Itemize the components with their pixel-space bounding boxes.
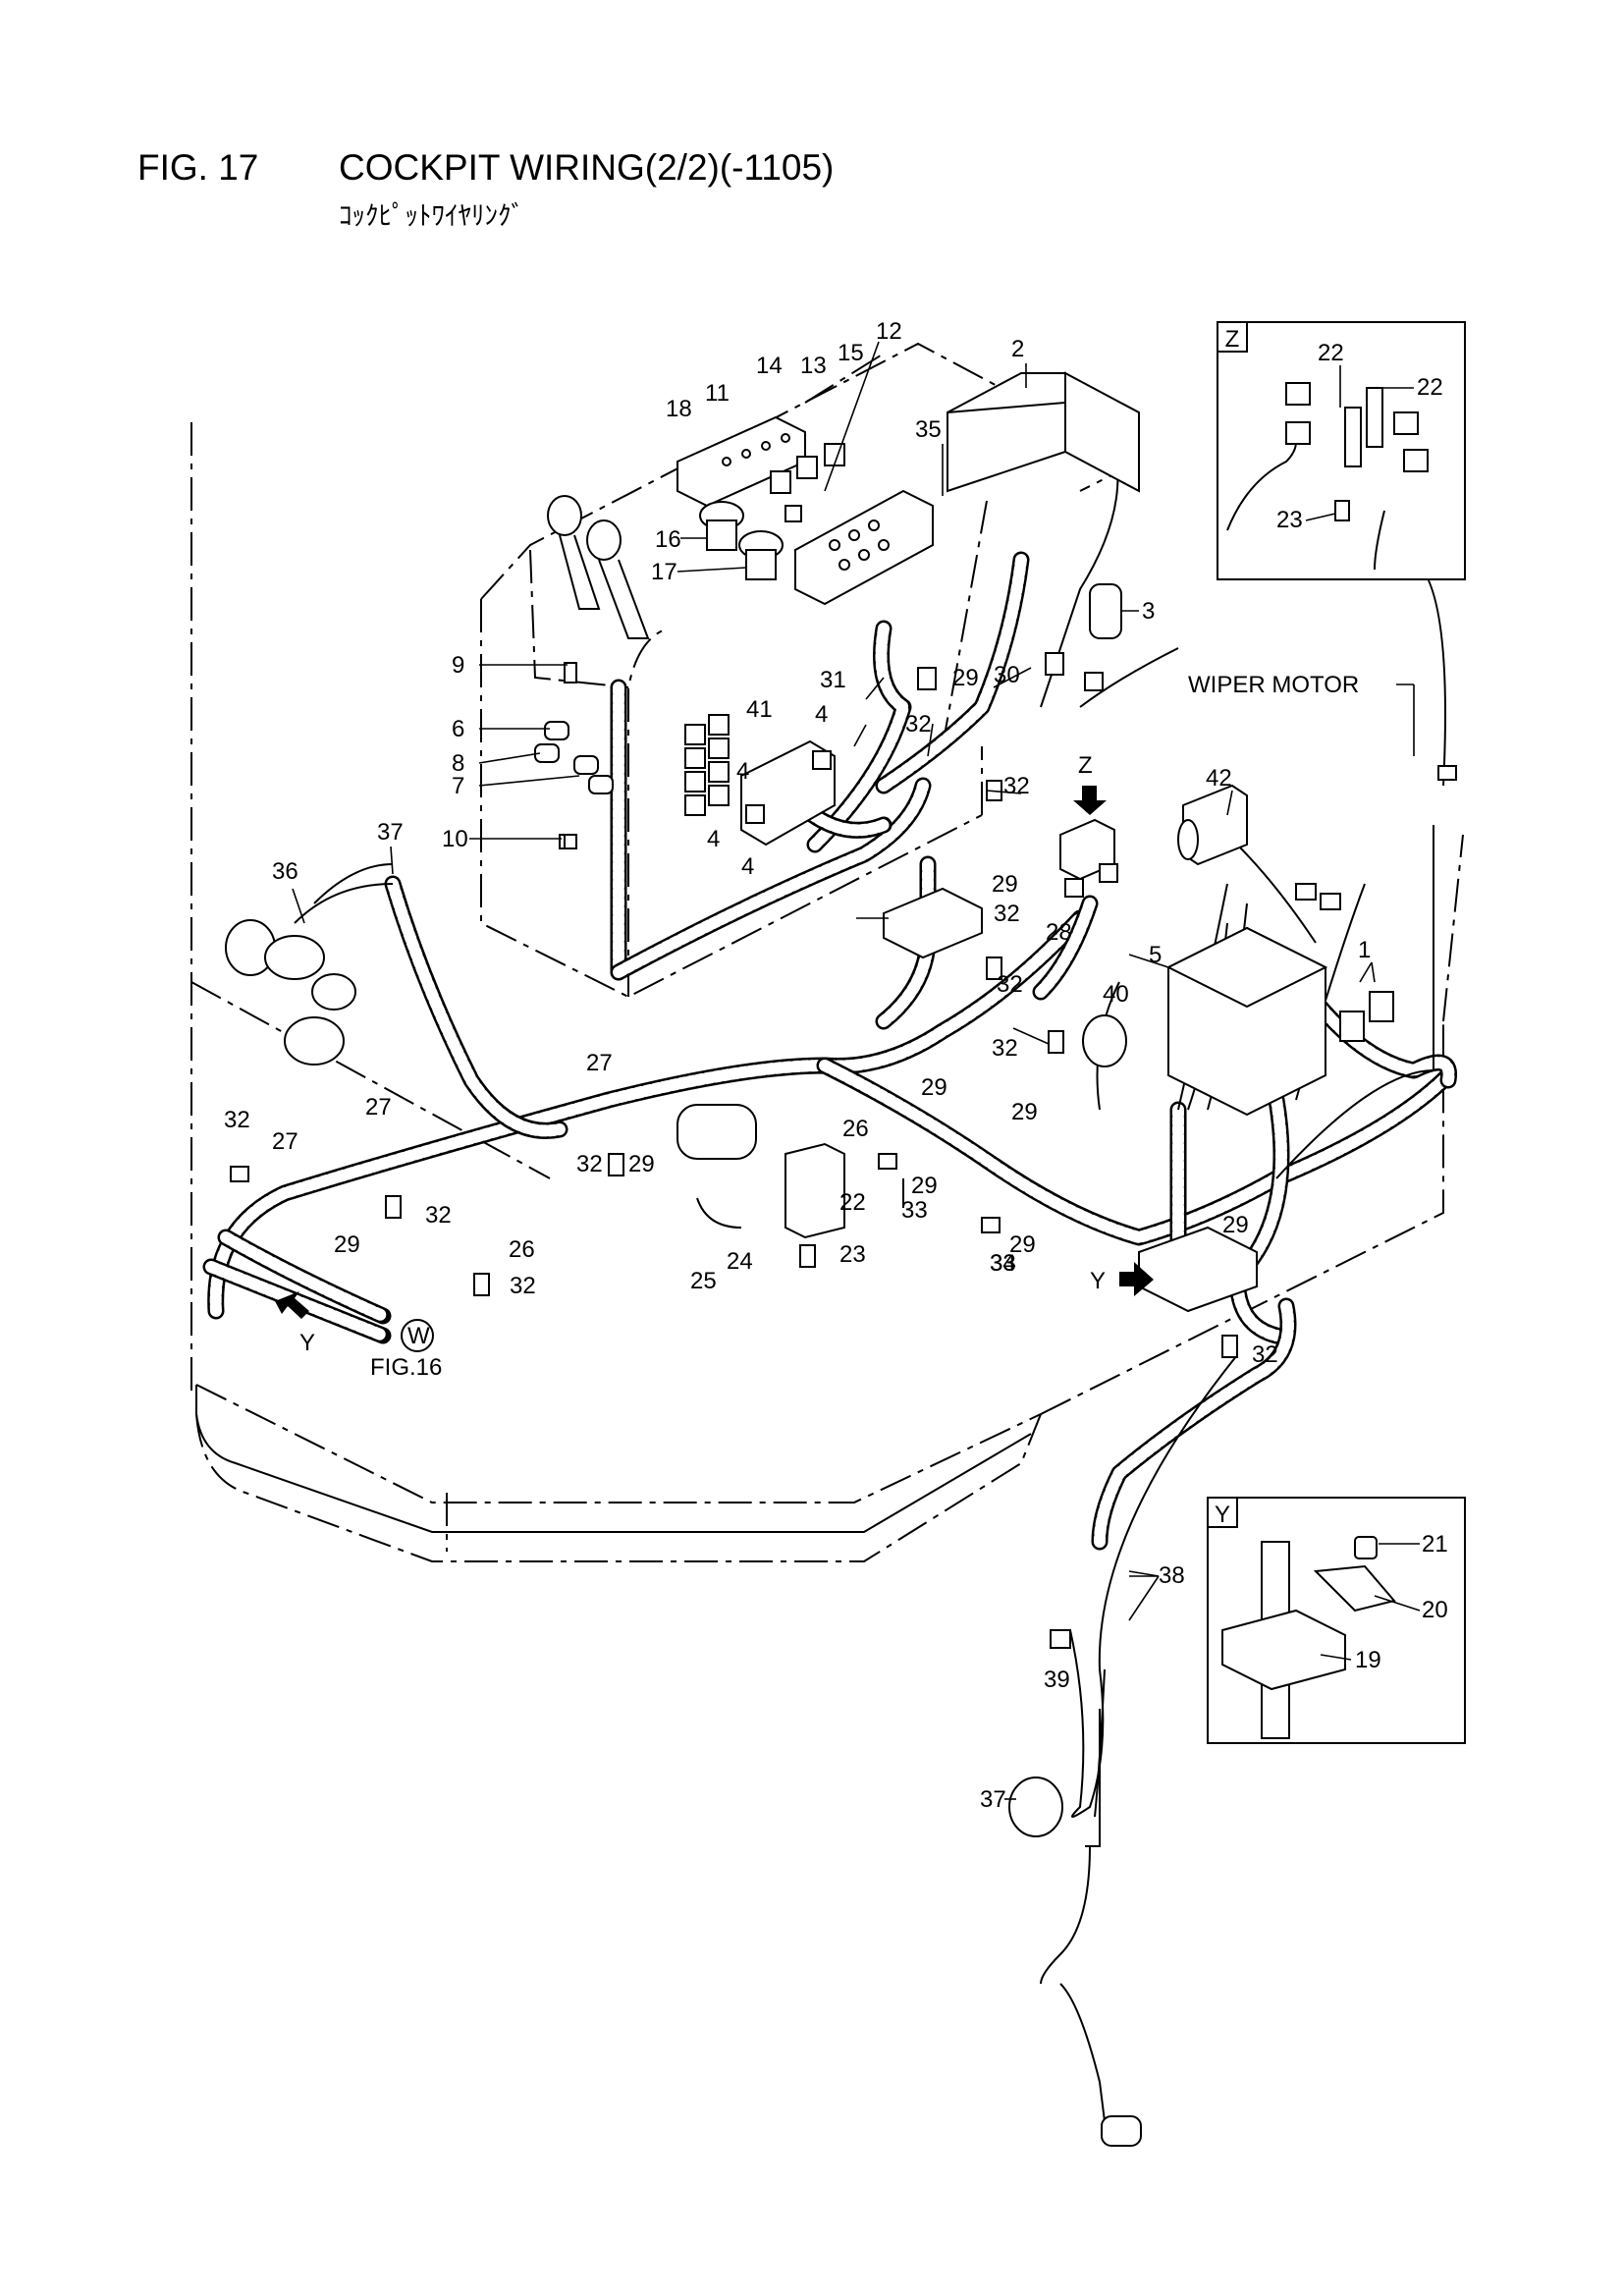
callout: 32	[510, 1273, 536, 1299]
callout: 31	[820, 667, 846, 693]
view-y-arrow-label: Y	[299, 1330, 315, 1356]
callout: 29	[1011, 1099, 1038, 1125]
callout: 23	[839, 1241, 866, 1268]
callout: 29	[334, 1231, 360, 1258]
callout: 29	[628, 1151, 655, 1177]
callout: 29	[921, 1074, 947, 1101]
callout: 15	[838, 340, 864, 366]
inset-z-callout: 23	[1276, 507, 1303, 533]
view-z-arrow-label: Z	[1078, 752, 1093, 779]
callout: 34	[990, 1250, 1016, 1277]
callout: 26	[842, 1116, 869, 1142]
callout: 13	[800, 353, 827, 379]
callout: 4	[741, 853, 754, 880]
figure-number: FIG. 17	[137, 147, 259, 188]
inset-y: Y 21 20 19	[1207, 1497, 1466, 1744]
callout: 3	[1142, 598, 1155, 625]
figure-title: COCKPIT WIRING(2/2)(-1105)	[339, 147, 835, 188]
callout: 36	[272, 858, 298, 885]
callout: 41	[746, 696, 773, 723]
view-y-arrow-label-2: Y	[1090, 1268, 1106, 1294]
connector-w-label: W	[407, 1323, 430, 1349]
view-arrows: Y Y Z	[275, 752, 1154, 1356]
callout: 29	[911, 1173, 938, 1199]
callout: 37	[377, 819, 404, 846]
callout: 33	[901, 1197, 928, 1224]
callout: 32	[576, 1151, 603, 1177]
callout: 10	[442, 826, 468, 852]
arrow-y-right	[1119, 1262, 1154, 1296]
inset-z: Z 22 22 23	[1217, 321, 1466, 580]
callout: 26	[509, 1236, 535, 1263]
arrow-y-left	[275, 1291, 309, 1319]
inset-y-callout: 21	[1422, 1531, 1448, 1558]
fig16-ref-label: FIG.16	[370, 1354, 442, 1381]
callout: 29	[992, 871, 1018, 898]
callout: 24	[727, 1248, 753, 1275]
callout: 40	[1103, 981, 1129, 1008]
callout: 2	[1011, 336, 1024, 362]
callout: 35	[915, 416, 942, 443]
callout: 14	[756, 353, 783, 379]
callout: 32	[994, 901, 1020, 927]
callout: 32	[905, 711, 932, 738]
callout: 22	[839, 1189, 866, 1216]
callout: 32	[997, 971, 1023, 998]
inset-z-callout: 22	[1417, 374, 1443, 401]
inset-z-label: Z	[1225, 326, 1240, 353]
callout: 32	[992, 1035, 1018, 1062]
callout: 27	[586, 1050, 613, 1076]
callout: 4	[707, 826, 720, 852]
inset-y-callout: 20	[1422, 1597, 1448, 1623]
callout: 32	[425, 1202, 452, 1229]
callout: 33	[990, 1250, 1016, 1277]
callout: 38	[1159, 1562, 1185, 1589]
callout: 6	[452, 716, 464, 742]
callout: 33	[990, 1250, 1016, 1277]
callout: 39	[1044, 1667, 1070, 1693]
callout: 17	[651, 559, 677, 585]
callout: 32	[1252, 1341, 1278, 1368]
callout: 29	[1009, 1231, 1036, 1258]
callout: 27	[365, 1094, 392, 1121]
callout: 12	[876, 318, 902, 345]
callout: 8	[452, 750, 464, 777]
components	[225, 371, 1457, 2147]
callout: 32	[224, 1107, 250, 1133]
switch-panel-34	[794, 489, 934, 606]
callout: 37	[980, 1786, 1006, 1813]
inset-y-label: Y	[1215, 1502, 1230, 1528]
callout: 25	[690, 1268, 717, 1294]
callout: 28	[1046, 919, 1072, 946]
callout: 9	[452, 652, 464, 679]
callout: 29	[1222, 1212, 1249, 1238]
callouts: 1 2 3 4 4 4 4 5 6 7 8 9 10 11 12 13 14 1…	[224, 318, 1371, 1813]
inset-y-callout: 19	[1355, 1647, 1381, 1673]
callout: 4	[736, 758, 749, 785]
callout: 4	[815, 701, 828, 728]
leader-lines	[292, 341, 1376, 1800]
callout: 18	[666, 396, 692, 422]
callout: 32	[1003, 773, 1030, 799]
callout: 29	[952, 665, 979, 691]
callout: 27	[272, 1128, 298, 1155]
callout: 7	[452, 773, 464, 799]
callout: 1	[1358, 937, 1371, 963]
arrow-z-down	[1073, 786, 1107, 815]
figure-subtitle: ｺｯｸﾋﾟｯﾄﾜｲﾔﾘﾝｸﾞ	[339, 201, 524, 231]
callout: 11	[705, 380, 730, 407]
callout: 42	[1206, 765, 1232, 792]
callout: 16	[655, 526, 681, 553]
wiper-motor-label: WIPER MOTOR	[1188, 672, 1359, 698]
connector-block-2	[947, 371, 1140, 493]
inset-z-callout: 22	[1318, 340, 1344, 366]
